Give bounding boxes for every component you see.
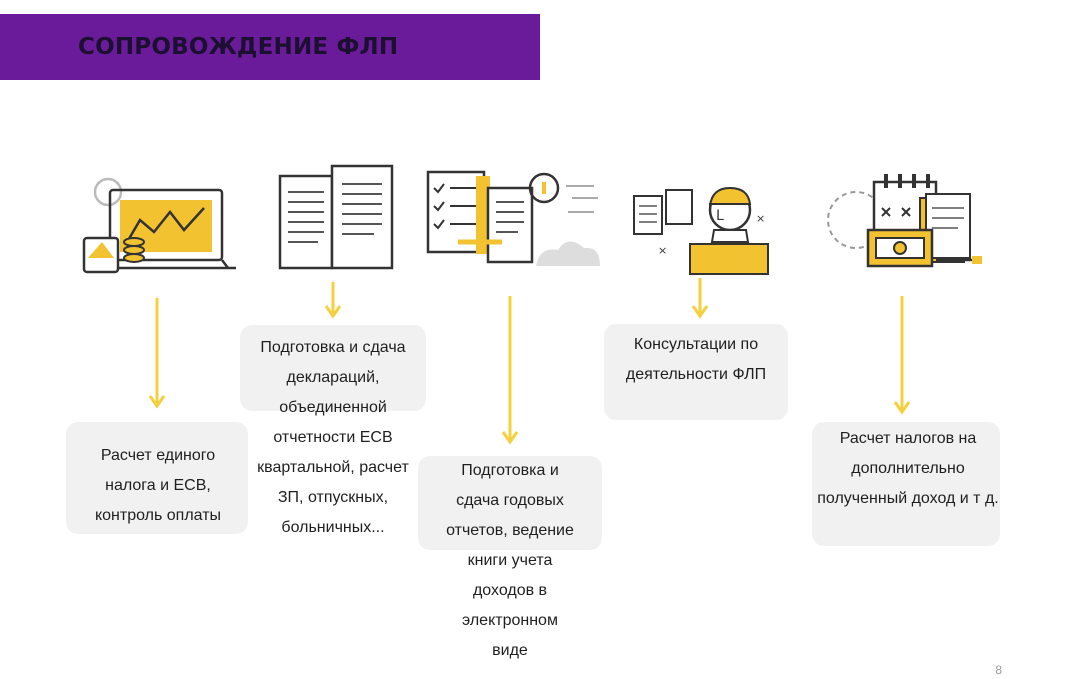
- title-bar: СОПРОВОЖДЕНИЕ ФЛП: [0, 14, 540, 80]
- page-title: СОПРОВОЖДЕНИЕ ФЛП: [78, 34, 399, 60]
- step-text-2: Подготовка и сдача деклараций, объединен…: [257, 339, 409, 536]
- svg-text:L: L: [716, 208, 724, 224]
- step-box-2: [240, 325, 426, 411]
- svg-text:×: ×: [658, 244, 667, 257]
- step-text-4: Консультации по деятельности ФЛП: [625, 336, 767, 383]
- documents-icon: [278, 164, 394, 270]
- arrow-5: [893, 296, 911, 415]
- step-box-5: [812, 422, 1000, 546]
- step-text-1: Расчет единого налога и ЕСВ, контроль оп…: [94, 447, 222, 524]
- step-text-3: Подготовка и сдача годовых отчетов, веде…: [446, 462, 574, 659]
- checklist-report-icon: [426, 170, 600, 266]
- step-box-4: [604, 324, 788, 420]
- step-box-1: [66, 422, 248, 534]
- arrow-4: [691, 278, 709, 319]
- svg-text:×: ×: [756, 212, 765, 225]
- arrow-2: [324, 282, 342, 319]
- consultant-icon: L × ×: [633, 186, 769, 275]
- arrow-1: [148, 298, 166, 409]
- arrow-3: [501, 296, 519, 445]
- laptop-chart-icon: [82, 177, 236, 274]
- page-number: 8: [995, 663, 1002, 677]
- step-text-5: Расчет налогов на дополнительно полученн…: [817, 430, 999, 507]
- calendar-money-icon: [827, 174, 982, 268]
- step-box-3: [418, 456, 602, 550]
